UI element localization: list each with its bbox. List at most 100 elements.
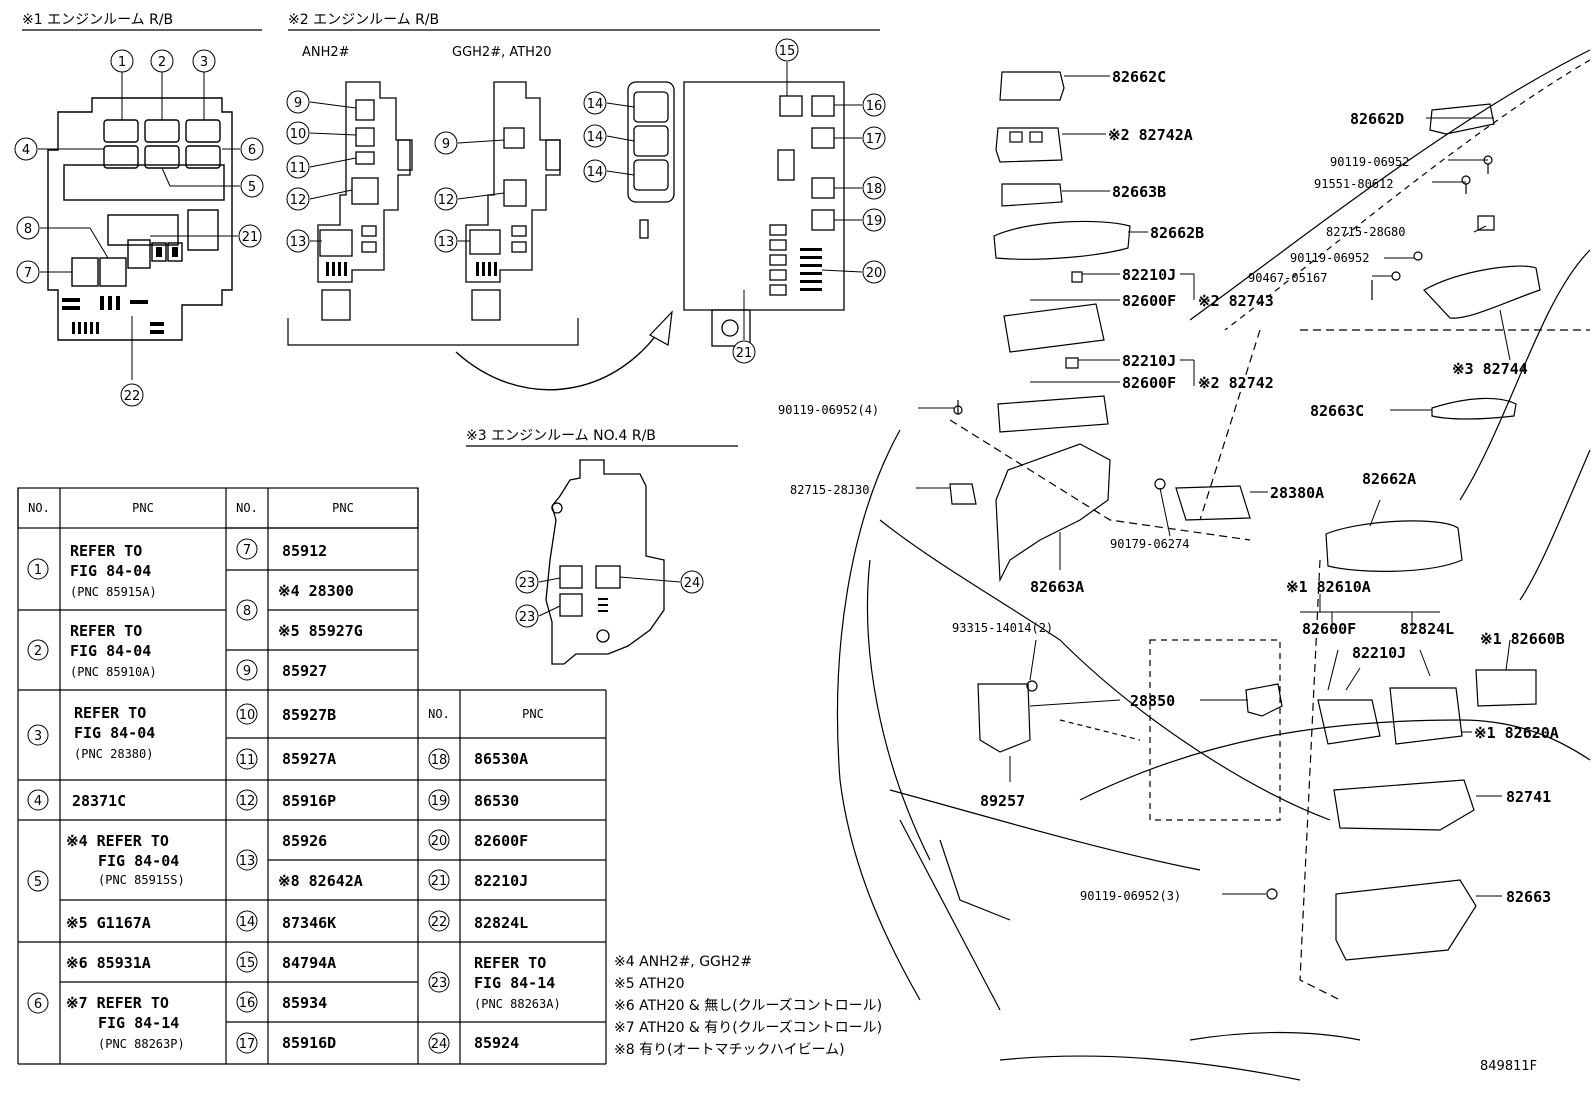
svg-text:6: 6 (248, 143, 256, 158)
part-82715-28j30: 82715-28J30 (790, 483, 869, 497)
part-82663: 82663 (1506, 888, 1551, 906)
svg-text:23: 23 (431, 976, 448, 991)
svg-text:5: 5 (248, 180, 256, 195)
header-no: NO. (236, 501, 258, 515)
svg-text:82600F: 82600F (474, 832, 528, 850)
part-90179-06274: 90179-06274 (1110, 537, 1189, 551)
svg-text:85916P: 85916P (282, 792, 336, 810)
part-90467-05167: 90467-05167 (1248, 271, 1327, 285)
svg-text:(PNC 28380): (PNC 28380) (74, 747, 153, 761)
part-82600f: 82600F (1122, 292, 1176, 310)
svg-text:23: 23 (519, 576, 536, 591)
section-1-title: ※1 エンジンルーム R/B (22, 12, 173, 28)
part-82742: ※2 82742 (1198, 374, 1274, 392)
part-82210j: 82210J (1122, 266, 1176, 284)
svg-text:1: 1 (34, 563, 42, 578)
svg-text:※6 85931A: ※6 85931A (66, 954, 151, 972)
svg-text:(PNC 85915S): (PNC 85915S) (98, 873, 185, 887)
part-82824l: 82824L (1400, 620, 1454, 638)
svg-text:(PNC 88263P): (PNC 88263P) (98, 1037, 185, 1051)
svg-text:86530A: 86530A (474, 750, 528, 768)
section-1-relay-block: ※1 エンジンルーム R/B (14, 12, 264, 407)
part-82742a: ※2 82742A (1108, 126, 1193, 144)
svg-text:16: 16 (866, 99, 883, 114)
svg-text:86530: 86530 (474, 792, 519, 810)
svg-text:3: 3 (34, 729, 42, 744)
svg-text:19: 19 (431, 794, 448, 809)
svg-text:2: 2 (158, 55, 166, 70)
svg-text:85916D: 85916D (282, 1034, 336, 1052)
svg-text:14: 14 (587, 130, 604, 145)
svg-text:85934: 85934 (282, 994, 327, 1012)
note-4: ※4 ANH2#, GGH2# (614, 954, 752, 970)
part-82210j: 82210J (1122, 352, 1176, 370)
svg-text:21: 21 (242, 230, 259, 245)
header-no: NO. (428, 707, 450, 721)
svg-text:FIG 84-04: FIG 84-04 (70, 562, 151, 580)
note-7: ※7 ATH20 & 有り(クルーズコントロール) (614, 1020, 882, 1036)
pnc-table-text: NO. PNC NO. PNC NO. PNC 1 2 3 4 5 6 REFE… (27, 501, 561, 1054)
svg-text:17: 17 (866, 132, 883, 147)
section-3-title: ※3 エンジンルーム NO.4 R/B (466, 428, 656, 444)
svg-text:85912: 85912 (282, 542, 327, 560)
svg-text:9: 9 (442, 137, 450, 152)
svg-text:(PNC 85915A): (PNC 85915A) (70, 585, 157, 599)
svg-text:4: 4 (22, 143, 30, 158)
svg-text:1: 1 (118, 55, 126, 70)
svg-text:4: 4 (34, 794, 42, 809)
svg-text:8: 8 (24, 222, 32, 237)
svg-text:85926: 85926 (282, 832, 327, 850)
svg-text:7: 7 (24, 266, 32, 281)
svg-text:9: 9 (294, 96, 302, 111)
header-pnc: PNC (332, 501, 354, 515)
svg-text:85927B: 85927B (282, 706, 336, 724)
svg-text:※8 82642A: ※8 82642A (278, 872, 363, 890)
svg-text:FIG 84-04: FIG 84-04 (74, 724, 155, 742)
part-89257: 89257 (980, 792, 1025, 810)
svg-text:15: 15 (239, 956, 256, 971)
svg-text:(PNC 88263A): (PNC 88263A) (474, 997, 561, 1011)
exploded-view (836, 49, 1591, 1081)
part-82600f: 82600F (1302, 620, 1356, 638)
part-28380a: 28380A (1270, 484, 1324, 502)
svg-text:※4 REFER TO: ※4 REFER TO (66, 832, 169, 850)
part-82744: ※3 82744 (1452, 360, 1528, 378)
header-no: NO. (28, 501, 50, 515)
part-82620a: ※1 82620A (1474, 724, 1559, 742)
part-82662d: 82662D (1350, 110, 1404, 128)
svg-text:24: 24 (431, 1037, 448, 1052)
part-82662c: 82662C (1112, 68, 1166, 86)
svg-text:6: 6 (34, 997, 42, 1012)
svg-text:FIG 84-14: FIG 84-14 (98, 1014, 179, 1032)
part-90119-06952: 90119-06952 (1290, 251, 1369, 265)
figure-id: 849811F (1480, 1059, 1537, 1074)
svg-text:13: 13 (239, 854, 256, 869)
part-82663c: 82663C (1310, 402, 1364, 420)
svg-text:7: 7 (243, 543, 251, 558)
svg-text:FIG 84-14: FIG 84-14 (474, 974, 555, 992)
svg-text:10: 10 (290, 127, 307, 142)
svg-text:28371C: 28371C (72, 792, 126, 810)
svg-text:REFER TO: REFER TO (74, 704, 146, 722)
svg-text:11: 11 (239, 753, 256, 768)
svg-text:11: 11 (290, 161, 307, 176)
part-82741: 82741 (1506, 788, 1551, 806)
svg-text:22: 22 (124, 389, 141, 404)
part-82715-28g80: 82715-28G80 (1326, 225, 1405, 239)
part-93315-14014: 93315-14014(2) (952, 621, 1053, 635)
pnc-table (17, 487, 607, 1065)
section-3-relay-block: ※3 エンジンルーム NO.4 R/B 23 23 24 (466, 428, 738, 665)
svg-text:14: 14 (239, 915, 256, 930)
svg-text:22: 22 (431, 915, 448, 930)
part-82662a: 82662A (1362, 470, 1416, 488)
svg-text:(PNC 85910A): (PNC 85910A) (70, 665, 157, 679)
svg-text:87346K: 87346K (282, 914, 336, 932)
variant-ggh2-ath20: GGH2#, ATH20 (452, 45, 552, 60)
svg-text:21: 21 (431, 874, 448, 889)
part-28850: 28850 (1130, 692, 1175, 710)
part-82210j: 82210J (1352, 644, 1406, 662)
svg-text:REFER TO: REFER TO (474, 954, 546, 972)
svg-text:12: 12 (290, 193, 307, 208)
svg-text:82210J: 82210J (474, 872, 528, 890)
